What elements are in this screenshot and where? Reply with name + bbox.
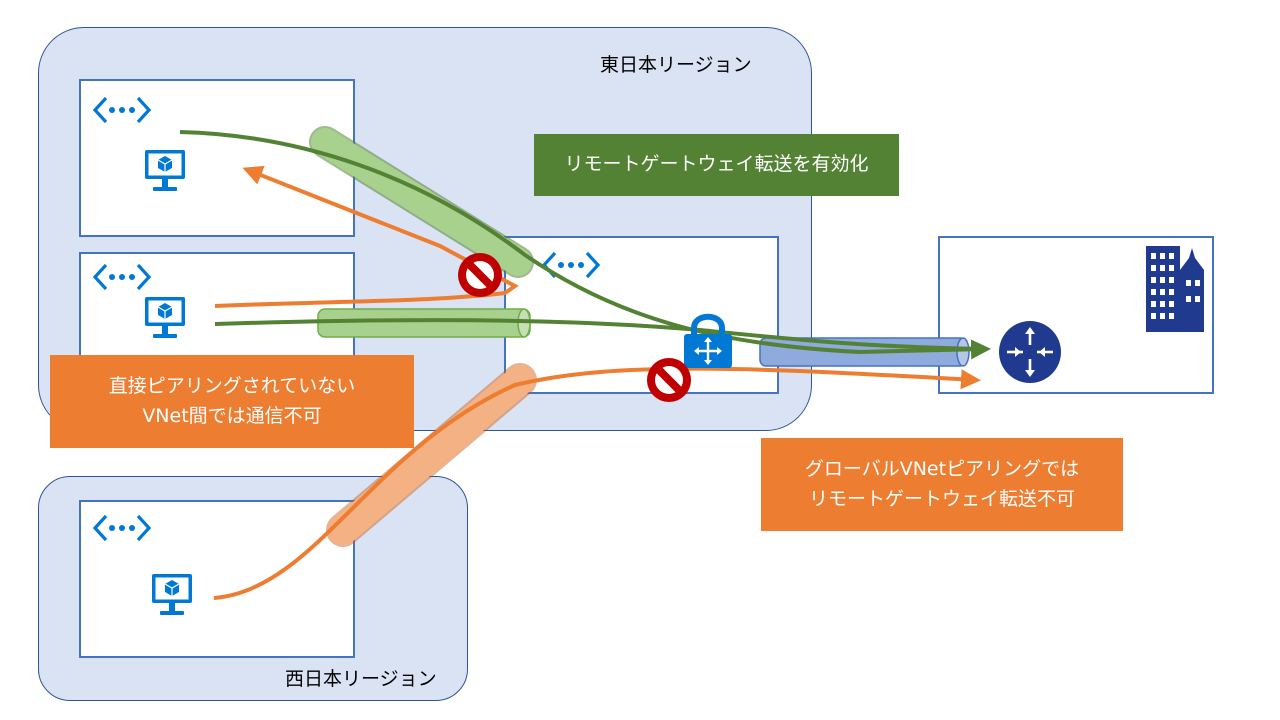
blocked-path-west-onprem <box>213 366 981 600</box>
allowed-path-spoke1-onprem <box>179 130 991 360</box>
global-peering-line-1: グローバルVNetピアリングでは <box>804 458 1080 481</box>
remote-gateway-enabled-text: リモートゲートウェイ転送を有効化 <box>564 153 869 176</box>
no-direct-peering-line-1: 直接ピアリングされていない <box>108 375 356 398</box>
vnet-icon <box>93 96 151 124</box>
west-region-label: 西日本リージョン <box>285 668 437 690</box>
building-icon <box>1146 246 1204 332</box>
remote-gateway-enabled-callout: リモートゲートウェイ転送を有効化 <box>534 134 899 196</box>
vnet-icon <box>93 514 151 542</box>
no-direct-peering-callout: 直接ピアリングされていない VNet間では通信不可 <box>50 355 414 448</box>
prohibited-icon <box>458 253 502 297</box>
vpn-gateway-icon <box>684 313 732 368</box>
global-peering-callout: グローバルVNetピアリングでは リモートゲートウェイ転送不可 <box>761 438 1123 531</box>
vm-icon <box>144 149 186 192</box>
vnet-icon <box>93 263 151 291</box>
vnet-spoke-1 <box>79 79 355 237</box>
global-peering-line-2: リモートゲートウェイ転送不可 <box>808 487 1075 510</box>
router-icon <box>999 321 1061 383</box>
prohibited-icon <box>647 358 691 402</box>
allowed-path-spoke2-onprem <box>214 318 986 351</box>
east-region-label: 東日本リージョン <box>600 54 752 76</box>
no-direct-peering-line-2: VNet間では通信不可 <box>142 404 322 427</box>
vm-icon <box>151 573 193 616</box>
vm-icon <box>144 296 186 339</box>
blocked-path-spoke2-spoke1 <box>214 165 519 308</box>
vnet-west <box>79 500 355 658</box>
peering-tube-spoke2-hub <box>317 308 531 338</box>
peering-tube-west-hub <box>326 363 537 547</box>
peering-tube-spoke1-hub <box>309 126 534 278</box>
